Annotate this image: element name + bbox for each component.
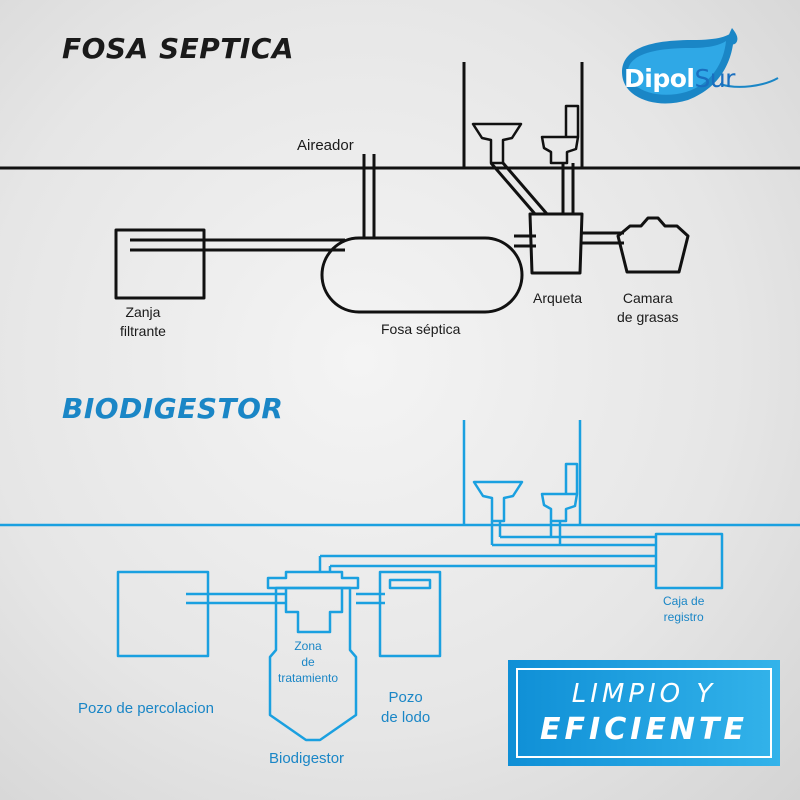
limpio-eficiente-badge: LIMPIO Y EFICIENTE	[508, 660, 780, 766]
zanja-filtrante	[114, 228, 206, 300]
caja-de-registro	[654, 532, 724, 590]
toilet-fixture-bio	[540, 462, 579, 523]
logo-drop-icon	[622, 28, 779, 104]
label-zona-de-tratamiento: Zona de tratamiento	[278, 639, 339, 685]
logo-text: DipolSur	[624, 64, 735, 93]
badge-line2: EFICIENTE	[540, 712, 748, 747]
sink-drain-pipe	[489, 162, 537, 215]
toilet-fixture	[540, 104, 580, 165]
fosa-septica-title: FOSA SEPTICA	[62, 32, 295, 65]
badge-line1: LIMPIO Y	[571, 679, 717, 709]
biodigestor-title: BIODIGESTOR	[62, 392, 284, 425]
biodigestor-lid	[266, 570, 360, 590]
badge-frame: LIMPIO Y EFICIENTE	[516, 668, 772, 758]
label-pozo-de-lodo: Pozo de lodo	[381, 689, 431, 726]
label-arqueta: Arqueta	[533, 290, 583, 306]
label-fosa-septica: Fosa séptica	[381, 321, 461, 337]
sink-fixture	[471, 122, 523, 165]
biodigestor-diagram	[0, 420, 800, 742]
label-biodigestor: Biodigestor	[269, 750, 345, 767]
fosa-septica-diagram	[0, 62, 800, 314]
biodigestor-tank	[268, 586, 358, 742]
sink-fixture-bio	[472, 480, 524, 523]
label-caja-de-registro: Caja de registro	[663, 594, 705, 624]
label-zanja-filtrante: Zanja filtrante	[120, 304, 166, 339]
pozo-de-percolacion	[116, 570, 210, 658]
arqueta	[528, 212, 584, 275]
label-camara-de-grasas: Camara de grasas	[617, 290, 679, 325]
label-pozo-de-percolacion: Pozo de percolacion	[78, 700, 214, 717]
label-aireador: Aireador	[297, 137, 354, 154]
camara-de-grasas	[616, 216, 690, 274]
pozo-de-lodo	[378, 570, 442, 658]
dipolsur-logo: DipolSur	[612, 28, 780, 114]
fosa-septica-tank	[320, 236, 524, 314]
zona-de-tratamiento	[284, 588, 344, 634]
